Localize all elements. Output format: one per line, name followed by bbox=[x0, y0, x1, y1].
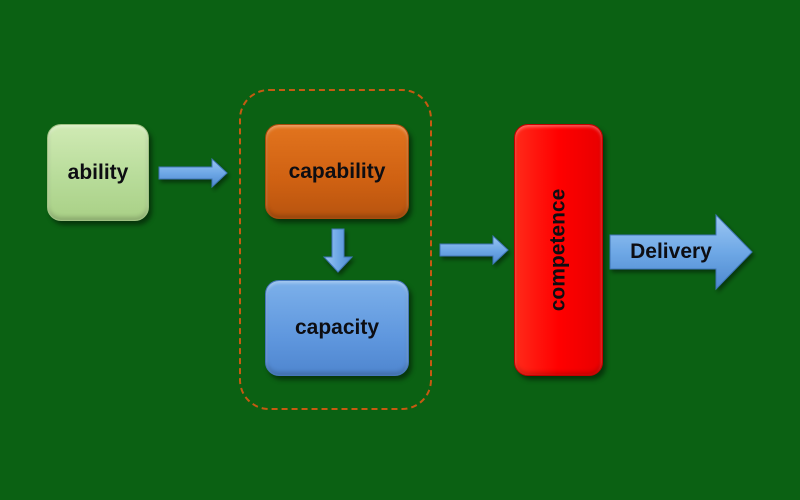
competence-label: competence bbox=[546, 188, 570, 312]
capacity-label: capacity bbox=[294, 316, 380, 339]
ability-label: ability bbox=[67, 160, 129, 184]
capability-label: capability bbox=[288, 159, 386, 183]
arrow-capability-to-capacity bbox=[322, 228, 354, 273]
arrow-ability-to-capability bbox=[158, 157, 228, 189]
capability-box: capability bbox=[265, 124, 409, 219]
capability-capacity-group-frame bbox=[239, 89, 432, 410]
ability-box: ability bbox=[47, 124, 149, 221]
delivery-label: Delivery bbox=[630, 240, 712, 263]
capacity-box: capacity bbox=[265, 280, 409, 376]
competence-box: competence bbox=[514, 124, 603, 376]
arrow-delivery-shape bbox=[609, 213, 753, 291]
arrow-group-to-competence bbox=[439, 234, 509, 266]
